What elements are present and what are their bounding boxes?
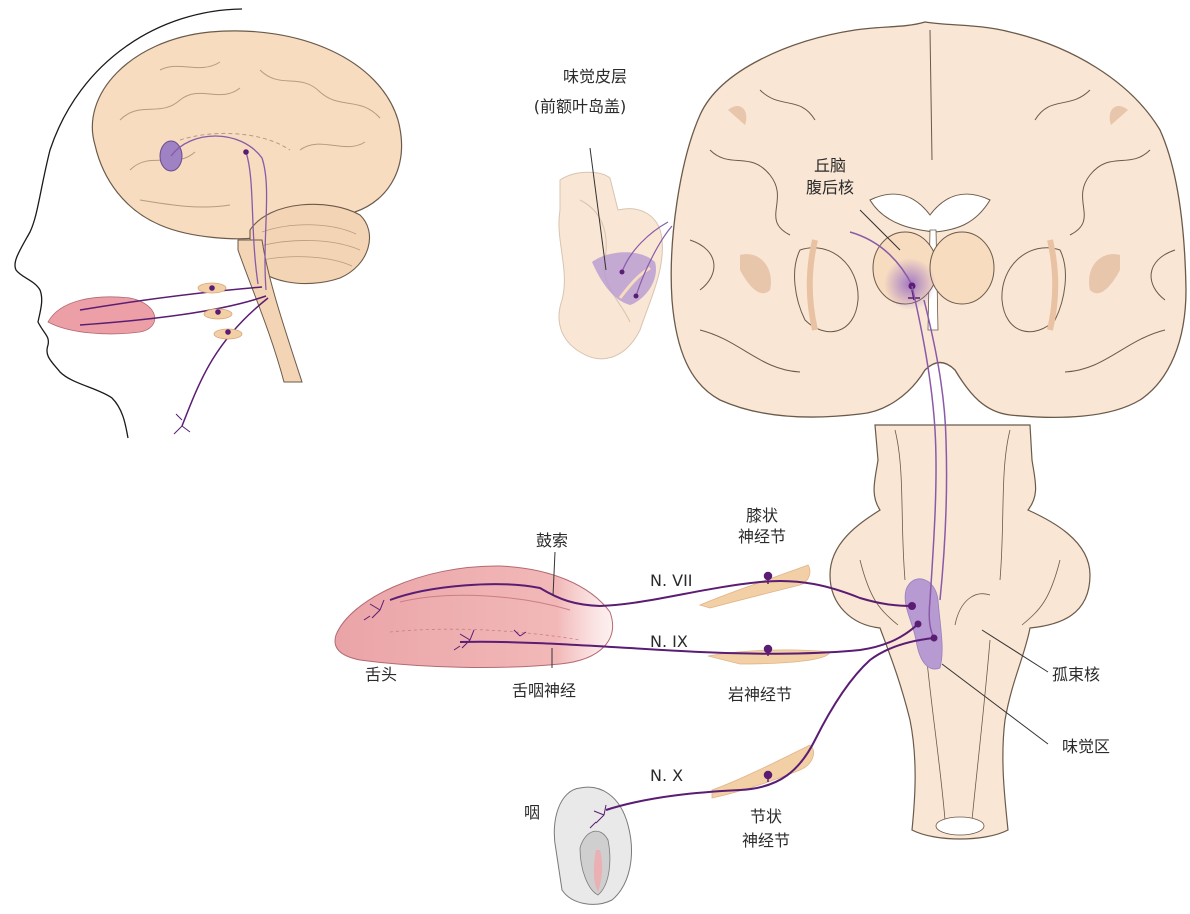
- chorda-tympani-label: 鼓索: [536, 530, 568, 552]
- tongue-body: [335, 566, 613, 668]
- pharynx-label: 咽: [524, 802, 540, 824]
- head-tongue: [48, 297, 155, 334]
- geniculate-ganglion-label-line1: 膝状: [722, 505, 802, 527]
- tongue-label: 舌头: [365, 664, 397, 686]
- insula-inset: [559, 148, 672, 359]
- taste-cortex-label-line1: 味觉皮层: [520, 66, 670, 88]
- head-profile: [15, 9, 402, 438]
- tongue-large: [335, 566, 613, 668]
- glossopharyngeal-label: 舌咽神经: [512, 680, 576, 702]
- brainstem-outline: [830, 425, 1090, 839]
- taste-cortex-label-line2: (前额叶岛盖): [505, 96, 655, 118]
- geniculate-ganglion-label-line2: 神经节: [722, 526, 802, 548]
- head-brain: [92, 31, 401, 239]
- nerve-vii-label: N. VII: [650, 570, 693, 592]
- coronal-brain-section: [671, 22, 1186, 417]
- nerve-ix-label: N. IX: [650, 631, 688, 653]
- gustatory-area-label: 味觉区: [1062, 736, 1110, 758]
- nerve-x-label: N. X: [650, 765, 683, 787]
- nodose-ganglion-label-line1: 节状: [726, 806, 806, 828]
- petrosal-ganglion-label: 岩神经节: [728, 684, 792, 706]
- pharynx: [554, 787, 631, 904]
- thalamus-label-line1: 丘脑: [790, 155, 870, 177]
- nodose-ganglion-label-line2: 神经节: [726, 830, 806, 852]
- solitary-nucleus-label: 孤束核: [1052, 664, 1100, 686]
- thalamus-label-line2: 腹后核: [790, 177, 870, 199]
- geniculate-ganglion: [700, 565, 810, 608]
